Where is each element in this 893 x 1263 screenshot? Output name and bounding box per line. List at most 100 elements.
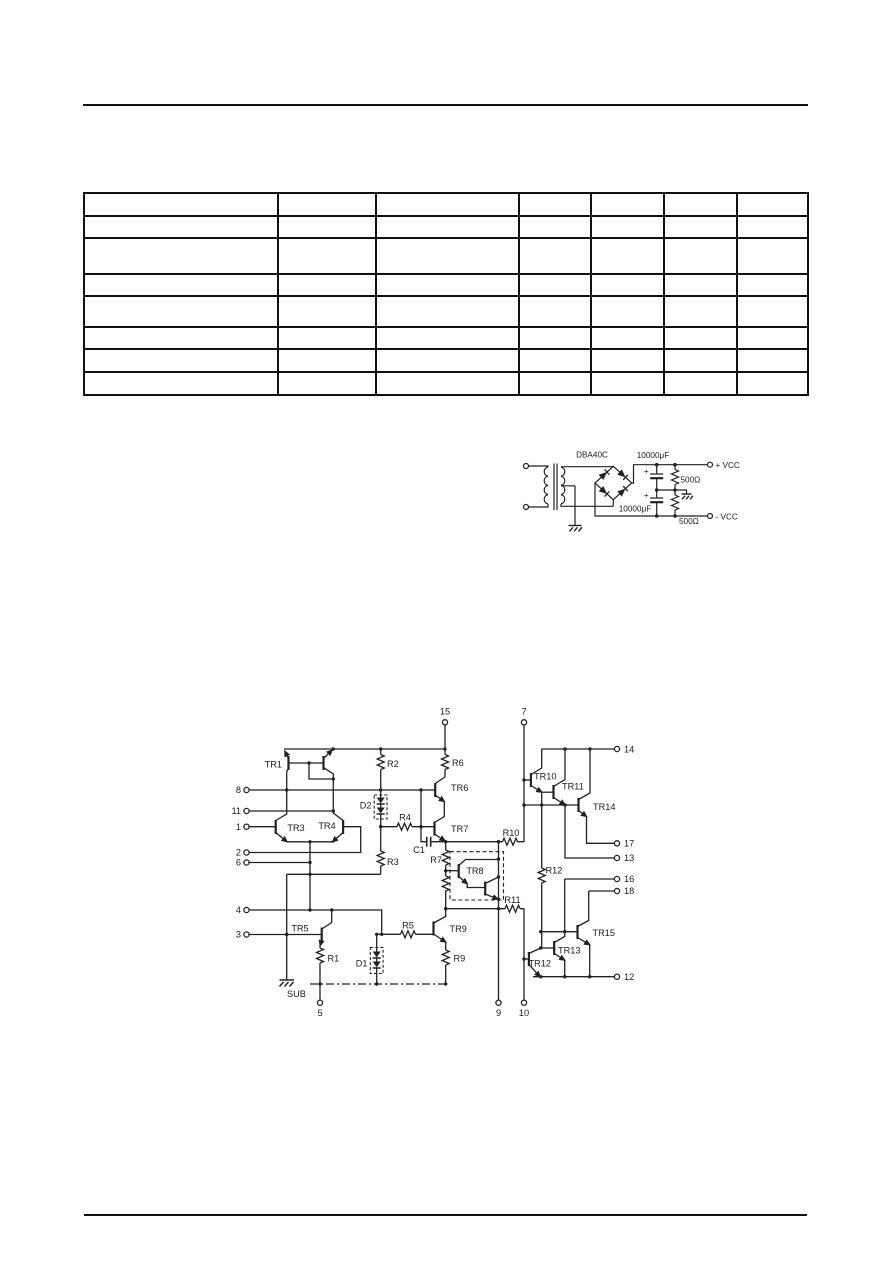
label-r11: R11	[504, 895, 520, 905]
label-tr11: TR11	[562, 782, 584, 792]
equivalent-circuit-schematic: TR1 R2 R6 TR6 D2 R4 TR7 TR3 TR4 C1 R10 R…	[231, 707, 634, 1019]
pin-10-terminal	[520, 999, 528, 1006]
resistor-r11	[445, 903, 524, 914]
label-r10: R10	[503, 828, 520, 838]
resistor-r9	[440, 942, 451, 984]
pin-2-label: 2	[236, 848, 241, 858]
table-row	[83, 237, 809, 275]
schematic-labels: TR1 R2 R6 TR6 D2 R4 TR7 TR3 TR4 C1 R10 R…	[265, 758, 616, 999]
pin-8-label: 8	[236, 785, 241, 795]
table-cell	[375, 348, 520, 373]
pin-6-label: 6	[236, 858, 241, 868]
res-bottom-label: 500Ω	[679, 517, 699, 526]
pin-18-label: 18	[624, 886, 634, 896]
label-tr6: TR6	[451, 783, 468, 793]
label-tr10: TR10	[534, 772, 556, 782]
label-r7: R7	[430, 855, 442, 865]
table-cell	[277, 371, 377, 396]
pin-12-terminal	[613, 973, 621, 980]
label-r9: R9	[454, 954, 466, 964]
label-tr4: TR4	[318, 821, 335, 831]
table-cell	[83, 192, 279, 217]
pin-terminals	[243, 719, 621, 1006]
pin-1-terminal	[243, 823, 250, 830]
table-row	[83, 215, 809, 239]
label-r6: R6	[452, 758, 464, 768]
table-cell	[590, 348, 665, 373]
junction-dots	[654, 462, 677, 518]
table-cell	[736, 348, 809, 373]
pin-12-label: 12	[624, 972, 634, 982]
table-cell	[518, 326, 592, 350]
table-row	[83, 273, 809, 297]
bottom-horizontal-rule	[84, 1214, 807, 1216]
power-supply-labels: DBA40C 10000μF 10000μF + + 500Ω 500Ω + V…	[576, 451, 740, 527]
label-r3: R3	[387, 857, 399, 867]
table-row	[83, 371, 809, 396]
transistor-tr1	[275, 749, 344, 822]
capacitor-c1	[425, 836, 432, 847]
table-cell	[375, 273, 520, 297]
table-cell	[375, 295, 520, 328]
label-r5: R5	[402, 921, 414, 931]
pin-3-label: 3	[236, 930, 241, 940]
neg-rail-wire	[594, 483, 708, 517]
bridge-rectifier	[594, 465, 633, 501]
transistors	[249, 749, 592, 978]
table-cell	[83, 326, 279, 350]
pin-11-terminal	[243, 807, 250, 815]
table-cell	[277, 326, 377, 350]
ac-input-terminals	[522, 462, 549, 511]
pin-5-label: 5	[317, 1008, 322, 1018]
label-tr8: TR8	[466, 866, 483, 876]
label-r12: R12	[546, 866, 563, 876]
table-cell	[277, 215, 377, 239]
junction-dots	[285, 747, 592, 986]
cap-bottom-polarity: +	[644, 491, 649, 500]
pin-3-terminal	[243, 931, 250, 938]
table-cell	[663, 371, 738, 396]
resistor-r7	[440, 841, 451, 909]
resistor-r12	[536, 792, 547, 948]
transistor-tr8	[445, 851, 505, 901]
transistor-tr6	[421, 776, 446, 824]
table-cell	[277, 348, 377, 373]
label-tr13: TR13	[558, 946, 580, 956]
table-cell	[277, 273, 377, 297]
table-cell	[277, 295, 377, 328]
pos-rail-label: + VCC	[716, 461, 740, 470]
transformer	[543, 463, 614, 532]
transistor-tr13	[553, 879, 567, 977]
cap-top-label: 10000μF	[637, 451, 670, 460]
neg-terminal	[706, 512, 714, 520]
table-cell	[590, 192, 665, 217]
pin-16-terminal	[613, 875, 621, 883]
pin-2-terminal	[243, 849, 250, 856]
cap-bottom-label: 10000μF	[619, 505, 652, 514]
label-tr12: TR12	[529, 959, 551, 969]
resistor-r6	[439, 749, 451, 777]
pin-7-label: 7	[521, 707, 526, 717]
pin-13-terminal	[613, 854, 621, 862]
table-cell	[83, 273, 279, 297]
ground-symbol	[568, 524, 583, 532]
table-cell	[277, 237, 377, 275]
table-cell	[663, 215, 738, 239]
table-row	[83, 295, 809, 328]
schematic-wires	[249, 724, 615, 1001]
pos-rail-wire	[631, 464, 708, 484]
table-cell	[83, 348, 279, 373]
label-sub: SUB	[287, 989, 306, 999]
pin-8-terminal	[243, 786, 250, 794]
diode-d2	[373, 790, 388, 827]
table-cell	[736, 237, 809, 275]
pin-14-terminal	[613, 745, 621, 753]
pin-18-terminal	[613, 887, 621, 895]
table-cell	[590, 326, 665, 350]
label-r1: R1	[328, 954, 340, 964]
label-tr7: TR7	[451, 824, 468, 834]
pin-13-label: 13	[624, 853, 634, 863]
table-row	[83, 326, 809, 350]
label-tr3: TR3	[287, 823, 304, 833]
